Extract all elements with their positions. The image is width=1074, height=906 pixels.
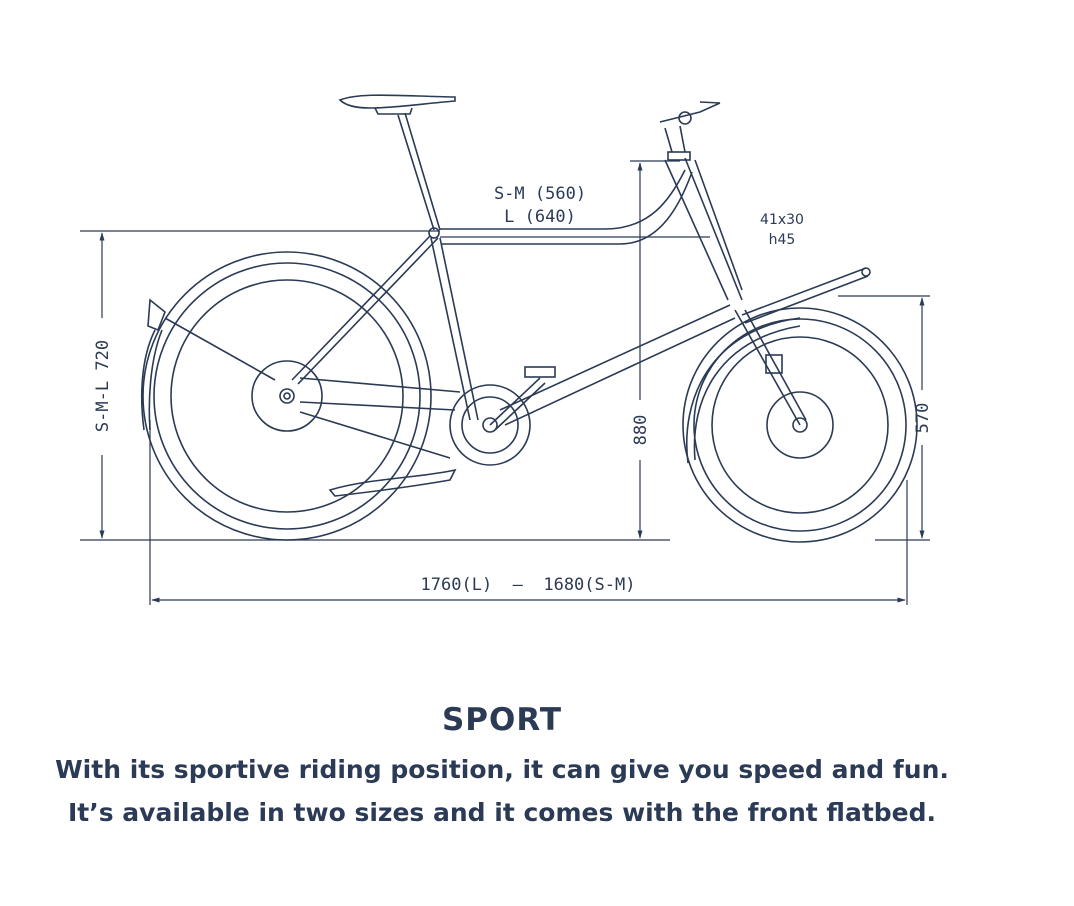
front-wheel [682, 307, 918, 543]
head-tube [664, 157, 743, 301]
rack-height-label: 570 [913, 403, 933, 434]
model-title: SPORT [441, 702, 563, 738]
length-label: 1760(L) – 1680(S-M) [421, 575, 636, 595]
top-tube [440, 169, 693, 245]
saddle [338, 94, 456, 115]
seat-stay [291, 235, 439, 385]
top-tube-l-label: L (640) [504, 207, 576, 227]
brake-caliper [765, 354, 783, 374]
chain-stays [299, 377, 461, 459]
front-rack [741, 267, 869, 324]
model-description-line-1: With its sportive riding position, it ca… [55, 755, 949, 784]
top-tube-sm-label: S-M (560) [494, 184, 586, 204]
rear-hub-disc [251, 360, 323, 432]
chainring [449, 384, 531, 466]
stem [664, 125, 686, 153]
model-description-line-2: It’s available in two sizes and it comes… [67, 798, 937, 827]
seat-height-label: S-M-L 720 [93, 340, 113, 432]
dimension-lines [80, 160, 930, 605]
rear-light [147, 298, 166, 332]
handlebar-height-label: 880 [631, 415, 651, 446]
fork [734, 309, 807, 426]
front-hub-disc [766, 391, 834, 459]
down-tube [499, 304, 736, 426]
frame [164, 94, 871, 497]
tube-height-label: h45 [769, 232, 796, 248]
crank-arm [489, 377, 546, 431]
fender-stay [164, 317, 276, 381]
seatpost [397, 112, 441, 231]
tube-profile-label: 41x30 [760, 212, 804, 228]
pedal [524, 366, 556, 378]
seat-tube [430, 237, 479, 421]
front-fender [686, 317, 801, 464]
headset [667, 151, 691, 161]
handlebar [659, 101, 721, 123]
rear-wheel [140, 251, 432, 541]
kickstand [328, 468, 457, 497]
